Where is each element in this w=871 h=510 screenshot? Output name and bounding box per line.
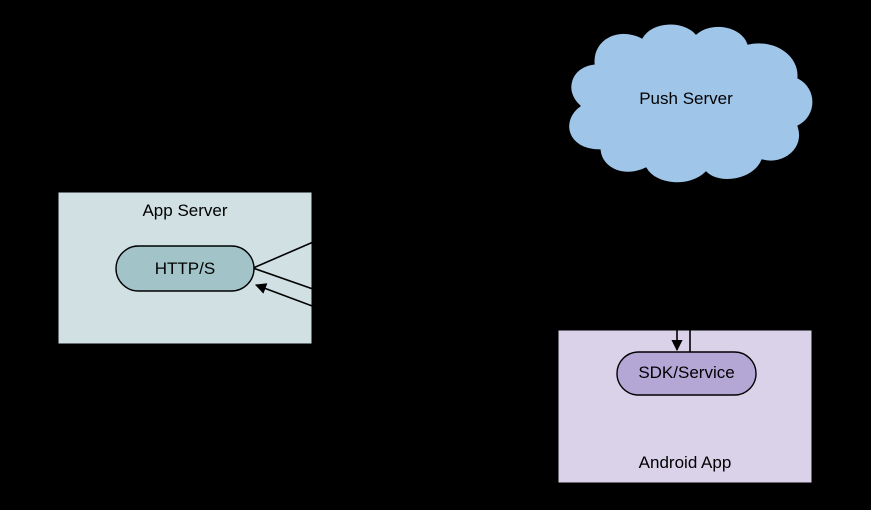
edge-http-to-sdk xyxy=(252,267,431,331)
node-push-server[interactable] xyxy=(568,23,814,184)
edge-http-to-push xyxy=(252,195,421,269)
edge-sdk-to-http xyxy=(254,283,431,351)
node-sdk-service[interactable] xyxy=(616,351,757,396)
node-http-s[interactable] xyxy=(115,245,255,292)
cloud-shape xyxy=(568,23,814,184)
